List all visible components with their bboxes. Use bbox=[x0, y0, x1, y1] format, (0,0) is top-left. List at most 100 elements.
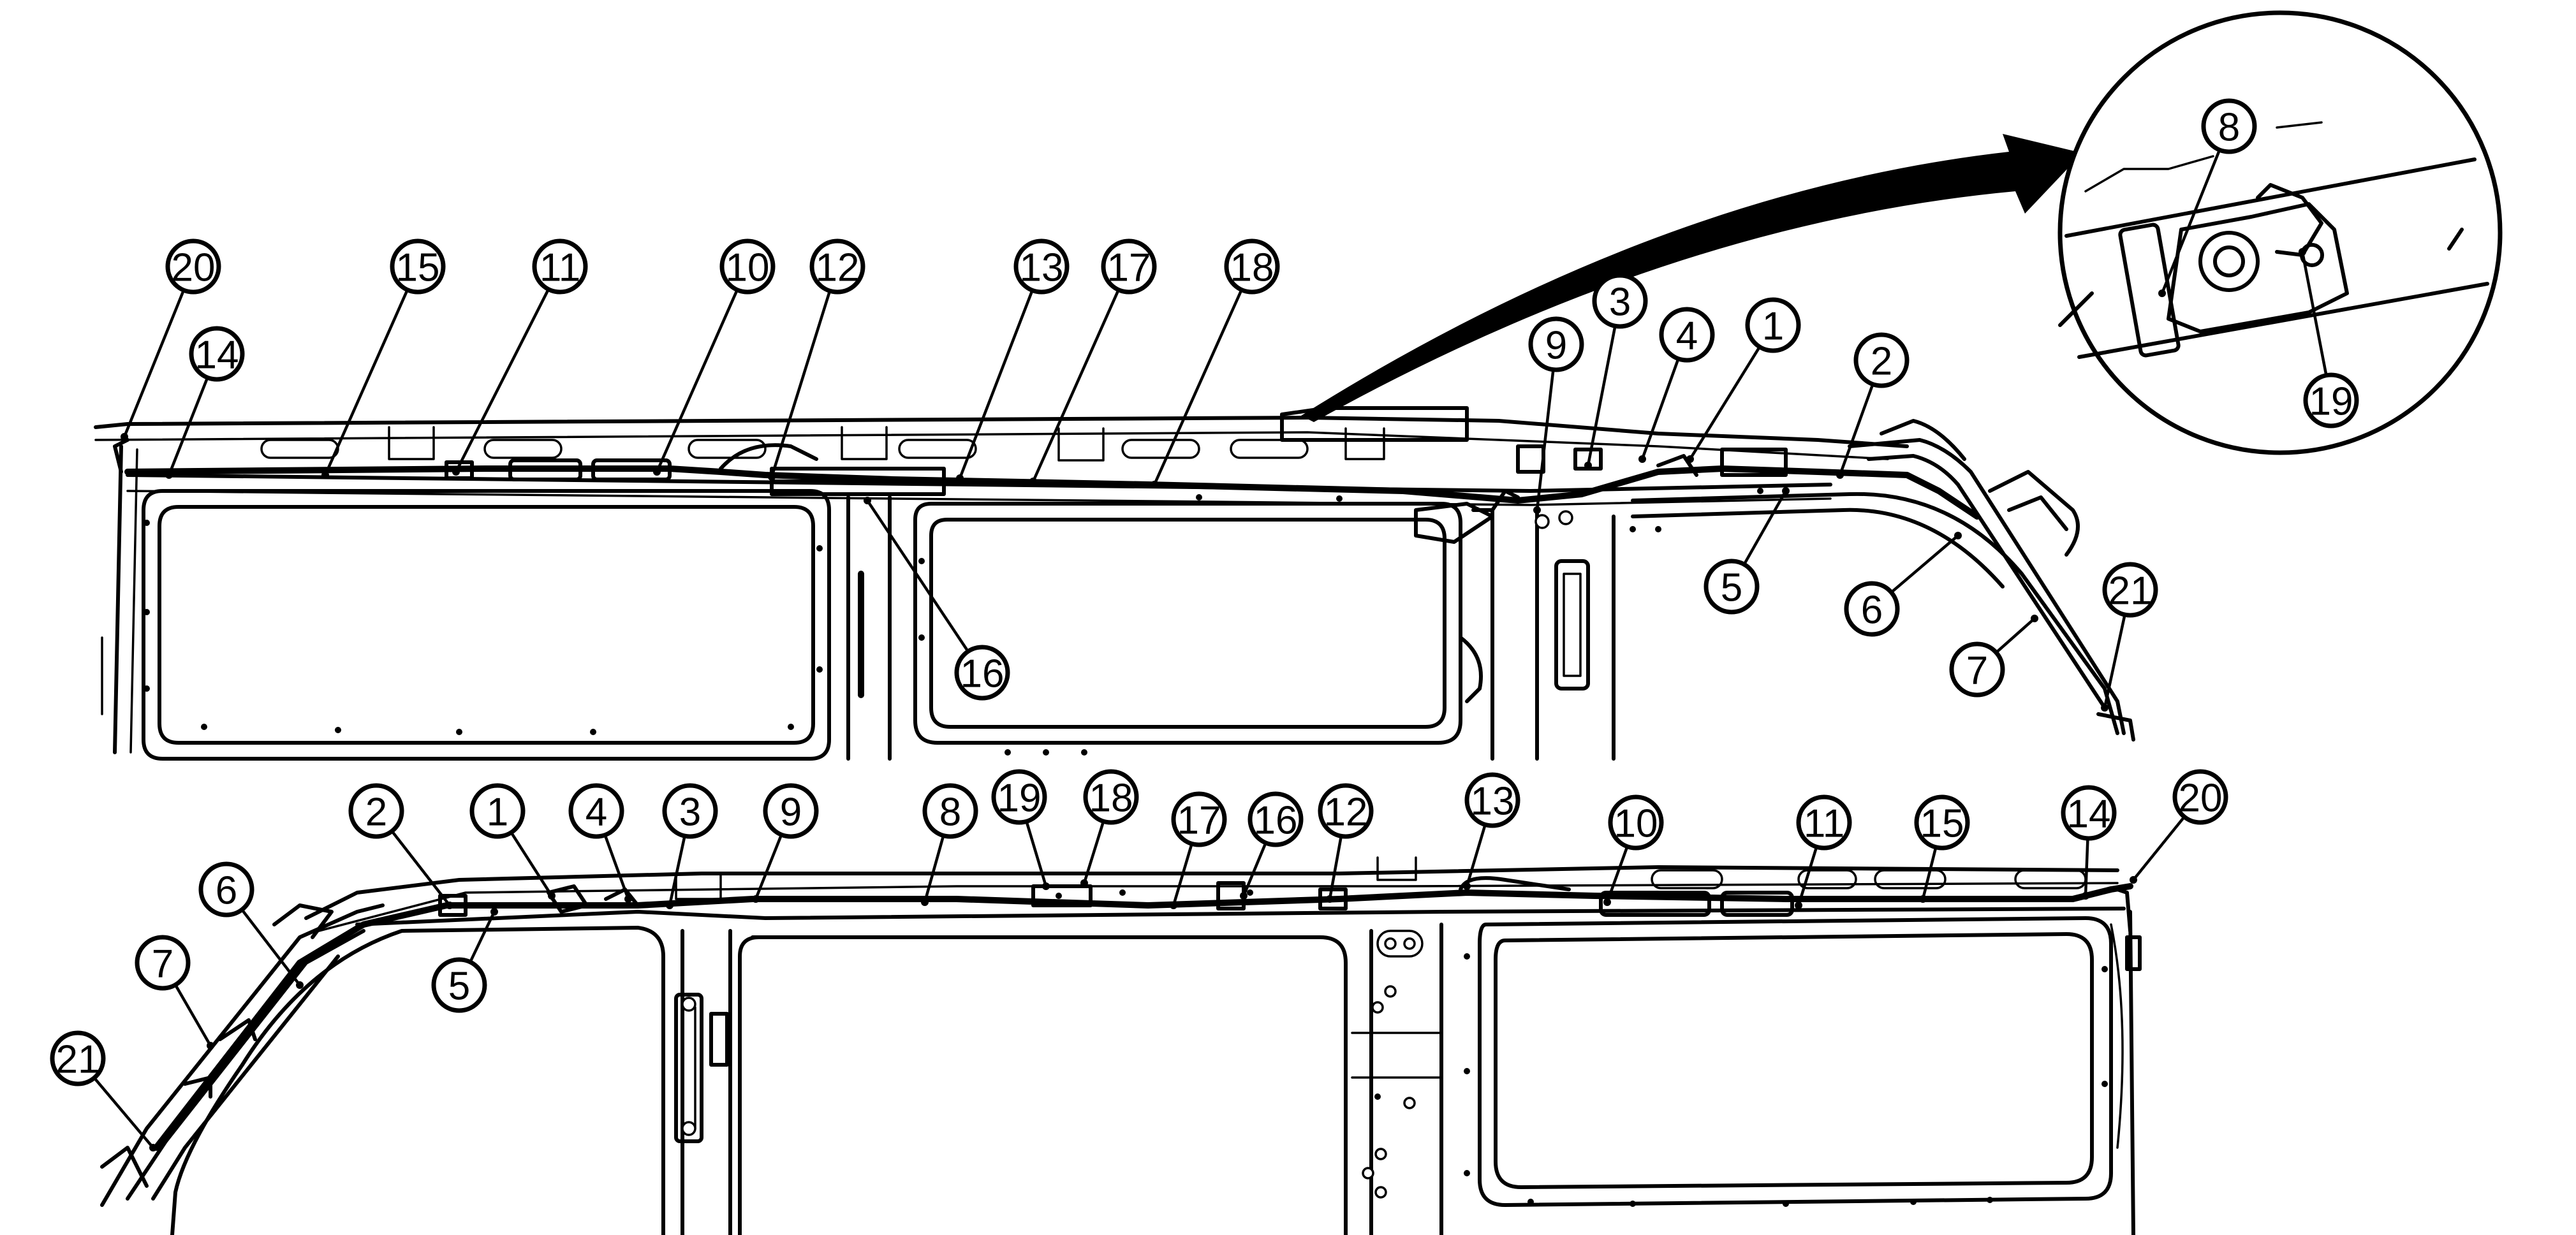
detail-arrow bbox=[1301, 134, 2082, 422]
callout-number: 1 bbox=[487, 791, 508, 835]
callout-3: 3 bbox=[1592, 273, 1648, 329]
callout-6: 6 bbox=[1844, 581, 1900, 637]
leader-point-1 bbox=[1686, 455, 1694, 463]
callout-number: 10 bbox=[726, 246, 770, 290]
callout-6: 6 bbox=[198, 861, 254, 917]
callout-number: 8 bbox=[2218, 106, 2240, 150]
callout-circle bbox=[1745, 297, 1801, 353]
leader-line-18 bbox=[1152, 289, 1243, 485]
callout-circle bbox=[1949, 641, 2005, 698]
leader-point-12 bbox=[768, 473, 776, 481]
callout-7: 7 bbox=[135, 935, 191, 991]
callout-circle bbox=[1704, 559, 1760, 615]
callout-circle bbox=[50, 1030, 106, 1086]
callout-number: 17 bbox=[1107, 246, 1151, 290]
callout-circle bbox=[1528, 316, 1584, 372]
callout-11: 11 bbox=[532, 238, 588, 295]
callout-circle bbox=[1464, 772, 1520, 828]
leader-point-16 bbox=[1240, 892, 1248, 900]
callout-number: 8 bbox=[939, 791, 961, 835]
leader-point-10 bbox=[1603, 898, 1611, 906]
leader-line-5 bbox=[1742, 490, 1787, 566]
leader-line-1 bbox=[1689, 346, 1761, 460]
callout-circle bbox=[1796, 794, 1852, 851]
leader-point-11 bbox=[452, 468, 460, 476]
callout-16: 16 bbox=[1248, 791, 1304, 847]
leader-line-5 bbox=[469, 911, 496, 963]
leader-line-11 bbox=[1797, 846, 1818, 906]
callout-number: 7 bbox=[152, 942, 173, 986]
leader-point-18 bbox=[1080, 879, 1088, 887]
callout-circle bbox=[135, 935, 191, 991]
callout-number: 16 bbox=[1254, 799, 1298, 843]
leader-point-7 bbox=[207, 1042, 214, 1049]
callout-number: 5 bbox=[1721, 566, 1742, 610]
callout-number: 16 bbox=[960, 652, 1005, 696]
callout-17: 17 bbox=[1101, 238, 1157, 295]
callout-circle bbox=[763, 783, 819, 839]
leader-line-15 bbox=[323, 289, 409, 476]
leader-point-6 bbox=[1954, 532, 1962, 539]
leader-line-20 bbox=[122, 289, 186, 437]
callout-circle bbox=[1171, 791, 1227, 847]
callout-4: 4 bbox=[568, 783, 624, 839]
leader-line-16 bbox=[866, 499, 969, 652]
callout-circle bbox=[390, 238, 446, 295]
leader-point-21 bbox=[149, 1144, 157, 1151]
leader-point-17 bbox=[1029, 478, 1037, 485]
leader-point-5 bbox=[490, 908, 498, 916]
top-body-holes bbox=[144, 488, 1763, 756]
callout-circle bbox=[2303, 372, 2359, 428]
callout-circle bbox=[198, 861, 254, 917]
callout-12: 12 bbox=[809, 238, 865, 295]
callout-number: 12 bbox=[1324, 791, 1368, 835]
callout-8: 8 bbox=[2201, 98, 2257, 154]
callout-9: 9 bbox=[763, 783, 819, 839]
callout-circle bbox=[1083, 769, 1139, 825]
leader-line-2 bbox=[390, 830, 451, 907]
callout-number: 18 bbox=[1089, 777, 1133, 821]
callout-number: 9 bbox=[1545, 324, 1567, 368]
callout-10: 10 bbox=[719, 238, 776, 295]
leader-line-1 bbox=[510, 831, 553, 897]
leader-point-20 bbox=[121, 433, 128, 441]
callout-circle bbox=[431, 957, 487, 1013]
callout-12: 12 bbox=[1318, 783, 1374, 839]
leader-point-15 bbox=[321, 471, 329, 479]
callout-circle bbox=[809, 238, 865, 295]
callout-number: 10 bbox=[1614, 802, 1658, 846]
leader-point-14 bbox=[2082, 892, 2089, 900]
callout-number: 15 bbox=[1920, 802, 1964, 846]
callout-11: 11 bbox=[1796, 794, 1852, 851]
callout-20: 20 bbox=[2172, 769, 2228, 825]
leader-line-7 bbox=[1995, 617, 2036, 654]
leader-point-8 bbox=[921, 898, 929, 906]
leader-line-21 bbox=[93, 1077, 154, 1149]
callout-number: 4 bbox=[585, 791, 607, 835]
leader-line-12 bbox=[770, 290, 832, 478]
callout-circle bbox=[1013, 238, 1070, 295]
leader-point-2 bbox=[446, 902, 453, 909]
leader-point-13 bbox=[1463, 882, 1471, 890]
callout-number: 3 bbox=[1609, 281, 1631, 325]
callout-13: 13 bbox=[1464, 772, 1520, 828]
callout-circle bbox=[2102, 562, 2158, 618]
leader-line-15 bbox=[1921, 847, 1938, 900]
leader-line-9 bbox=[1535, 369, 1555, 511]
leader-point-4 bbox=[624, 895, 632, 903]
callout-8: 8 bbox=[922, 783, 978, 839]
callout-17: 17 bbox=[1171, 791, 1227, 847]
leader-line-19 bbox=[2300, 251, 2328, 376]
leader-point-19 bbox=[1042, 882, 1050, 890]
callout-number: 15 bbox=[396, 246, 440, 290]
callout-number: 5 bbox=[448, 965, 470, 1009]
leader-line-21 bbox=[2103, 614, 2126, 708]
callout-1: 1 bbox=[1745, 297, 1801, 353]
top-view-body bbox=[94, 406, 2135, 761]
callout-number: 2 bbox=[1871, 340, 1892, 384]
callout-3: 3 bbox=[662, 783, 718, 839]
callout-10: 10 bbox=[1608, 794, 1664, 851]
callout-circle bbox=[719, 238, 776, 295]
callout-9: 9 bbox=[1528, 316, 1584, 372]
callout-number: 20 bbox=[172, 246, 216, 290]
